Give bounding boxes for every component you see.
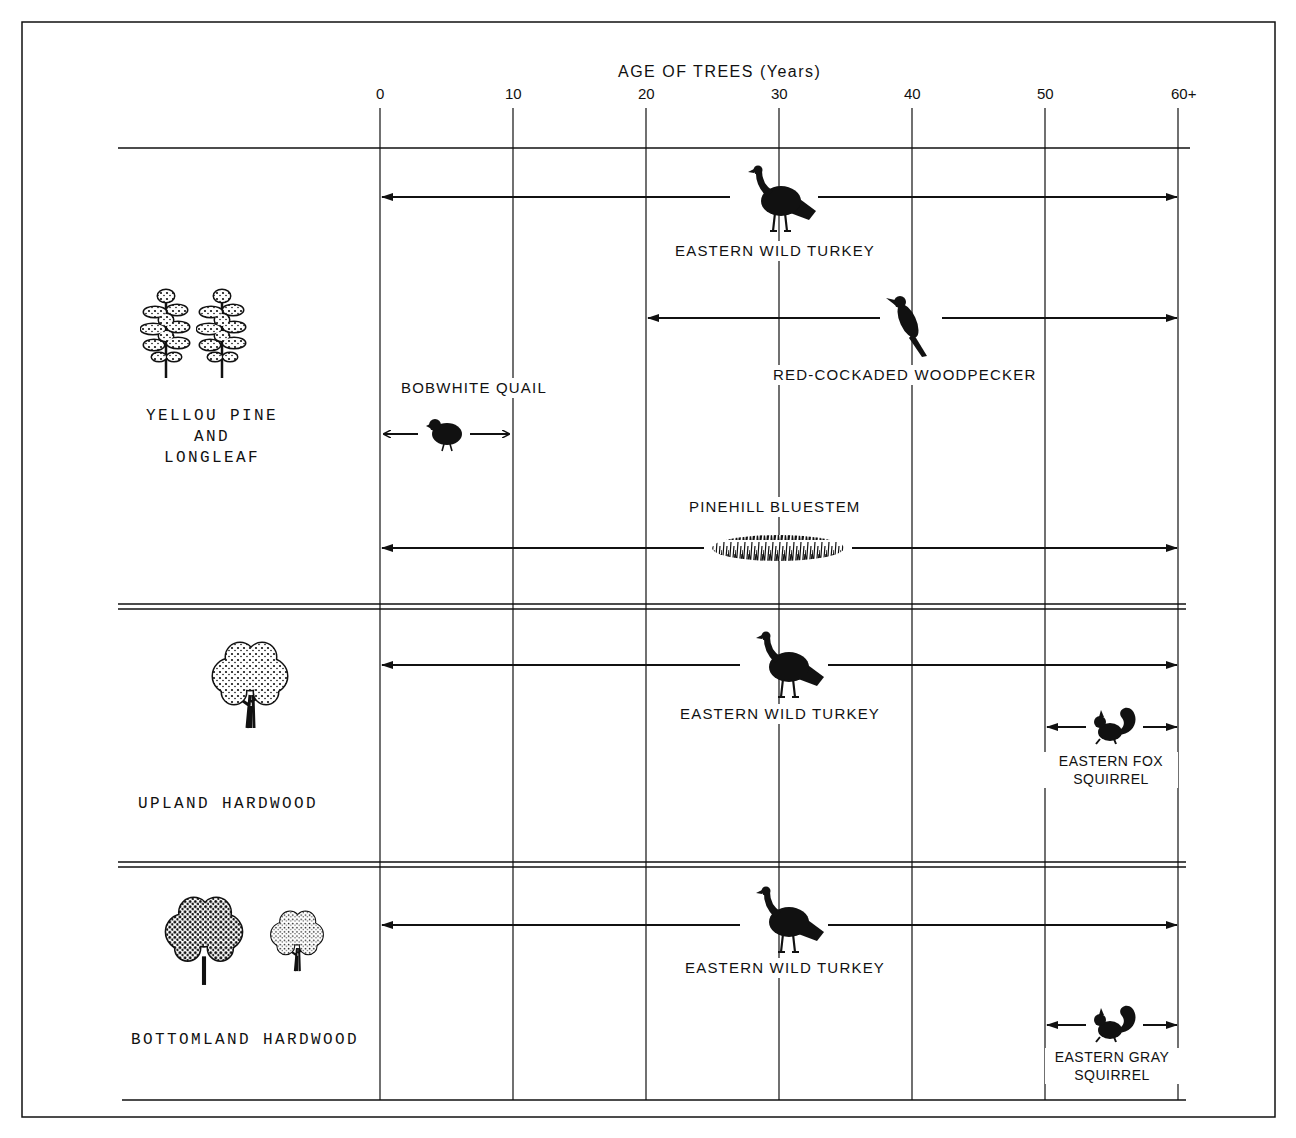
pine-tree-icon [197,290,245,378]
turkey-icon [748,166,816,232]
frame [22,22,1275,1117]
turkey-icon [756,632,824,698]
species-label: EASTERN FOX SQUIRREL [1044,752,1178,788]
axis-title: AGE OF TREES (Years) [615,62,824,83]
tick-label: 20 [635,84,658,104]
pine-tree-icon [141,290,189,378]
range-arrows [382,197,1177,1025]
squirrel-icon [1094,708,1136,744]
species-label: PINEHILL BLUESTEM [686,497,864,517]
species-label: EASTERN GRAY SQUIRREL [1045,1048,1179,1084]
squirrel-icon [1094,1006,1136,1042]
tick-label: 0 [373,84,387,104]
hardwood-tree-icon [213,643,287,728]
tick-label: 40 [901,84,924,104]
tick-label: 30 [768,84,791,104]
age-gridlines [380,108,1178,1100]
tick-label: 50 [1034,84,1057,104]
species-label: EASTERN WILD TURKEY [677,704,883,724]
species-label: BOBWHITE QUAIL [398,378,550,398]
hardwood-tree-icon [166,898,242,985]
species-label: EASTERN WILD TURKEY [682,958,888,978]
species-label: EASTERN WILD TURKEY [672,241,878,261]
hardwood-tree-icon [271,912,323,972]
species-label: RED-COCKADED WOODPECKER [770,365,1039,385]
forest-type-label: BOTTOMLAND HARDWOOD [128,1030,362,1051]
forest-type-label: UPLAND HARDWOOD [135,794,321,815]
grass-icon [712,535,844,561]
tick-label: 60+ [1168,84,1199,104]
quail-icon [426,419,462,451]
woodpecker-icon [886,296,927,357]
forest-type-label: YELLOU PINE AND LONGLEAF [137,406,287,468]
tick-label: 10 [502,84,525,104]
turkey-icon [756,887,824,953]
row-rules [118,148,1190,1100]
